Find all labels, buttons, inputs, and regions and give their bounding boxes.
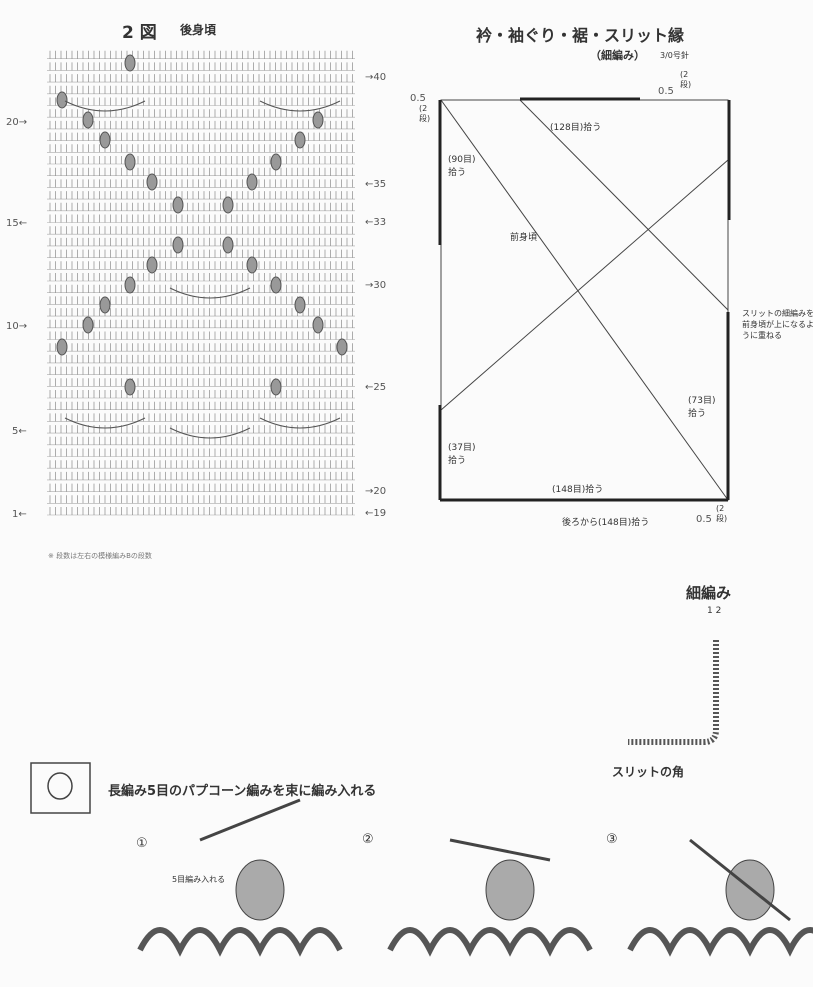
measure: (2段) bbox=[680, 70, 692, 89]
note: ※ 段数は左右の模様編みBの段数 bbox=[48, 552, 152, 560]
popcorn-illustration bbox=[725, 859, 775, 921]
popcorn-illustration bbox=[235, 859, 285, 921]
pick-label: (128目)拾う bbox=[550, 123, 602, 133]
popcorn-stitch bbox=[270, 378, 282, 396]
chain-arc bbox=[64, 417, 146, 429]
popcorn-stitch bbox=[124, 54, 136, 72]
row-label: ←25 bbox=[365, 382, 387, 393]
popcorn-stitch bbox=[246, 256, 258, 274]
pick-label: (90目)拾う bbox=[448, 155, 476, 178]
popcorn-stitch bbox=[146, 173, 158, 191]
yarn-loops bbox=[627, 927, 813, 957]
popcorn-icon bbox=[47, 772, 73, 800]
popcorn-stitch bbox=[172, 236, 184, 254]
row-label: 5← bbox=[12, 426, 27, 437]
pick-label: (148目)拾う bbox=[552, 485, 604, 495]
popcorn-illustration bbox=[485, 859, 535, 921]
chain-arc bbox=[259, 100, 341, 112]
row-label: 10→ bbox=[6, 321, 28, 332]
popcorn-stitch bbox=[82, 316, 94, 334]
measure: 0.5 bbox=[410, 93, 426, 104]
row-label: →20 bbox=[365, 486, 387, 497]
popcorn-stitch bbox=[246, 173, 258, 191]
sc-rows: 1 2 bbox=[707, 606, 722, 616]
popcorn-stitch bbox=[312, 111, 324, 129]
row-label: →30 bbox=[365, 280, 387, 291]
popcorn-stitch bbox=[336, 338, 348, 356]
row-label: 15← bbox=[6, 218, 28, 229]
crochet-hook bbox=[449, 838, 551, 862]
panel-label: 前身頃 bbox=[510, 233, 538, 243]
popcorn-stitch bbox=[270, 276, 282, 294]
crochet-hook bbox=[199, 798, 301, 842]
popcorn-stitch bbox=[56, 338, 68, 356]
popcorn-stitch bbox=[99, 131, 111, 149]
step-note: 5目編み入れる bbox=[172, 875, 226, 884]
popcorn-stitch bbox=[172, 196, 184, 214]
crochet-hook bbox=[689, 838, 791, 922]
row-label: ←35 bbox=[365, 179, 387, 190]
row-label: →40 bbox=[365, 72, 387, 83]
step-number: ② bbox=[362, 832, 374, 847]
edge-title: 衿・袖ぐり・裾・スリット縁 bbox=[476, 26, 685, 45]
popcorn-stitch bbox=[294, 296, 306, 314]
step-number: ③ bbox=[606, 832, 618, 847]
sc-title: 細編み bbox=[686, 584, 732, 602]
chain-arc bbox=[64, 100, 146, 112]
popcorn-stitch bbox=[312, 316, 324, 334]
popcorn-stitch bbox=[124, 153, 136, 171]
diagonal bbox=[519, 99, 729, 311]
chain-arc bbox=[169, 427, 251, 439]
popcorn-stitch bbox=[82, 111, 94, 129]
diagonal bbox=[440, 159, 729, 411]
chain-arc bbox=[259, 417, 341, 429]
popcorn-stitch bbox=[56, 91, 68, 109]
row-label: ←19 bbox=[365, 508, 387, 519]
popcorn-stitch bbox=[270, 153, 282, 171]
popcorn-heading: 長編み5目のパプコーン編みを束に編み入れる bbox=[108, 784, 377, 799]
popcorn-stitch bbox=[222, 196, 234, 214]
pick-label: (73目)拾う bbox=[688, 396, 716, 419]
popcorn-stitch bbox=[146, 256, 158, 274]
chart-number: 2 図 bbox=[122, 23, 157, 43]
row-label: 20→ bbox=[6, 117, 28, 128]
popcorn-stitch bbox=[99, 296, 111, 314]
slit-note: スリットの細編みを前身頃が上になるように重ねる bbox=[742, 309, 813, 340]
popcorn-stitch bbox=[124, 276, 136, 294]
sc-corner-chart bbox=[628, 640, 719, 745]
pick-label: (37目)拾う bbox=[448, 443, 476, 466]
diagonal bbox=[440, 99, 729, 501]
edge-subtitle: （細編み） bbox=[590, 49, 645, 62]
pick-label: 後ろから(148目)拾う bbox=[562, 518, 650, 528]
yarn-loops bbox=[387, 927, 593, 957]
chart-title: 後身頃 bbox=[180, 23, 217, 37]
popcorn-stitch bbox=[124, 378, 136, 396]
popcorn-symbol-box bbox=[30, 762, 91, 814]
measure: (2段) bbox=[419, 104, 431, 123]
measure: (2段) bbox=[716, 504, 728, 523]
row-label: 1← bbox=[12, 509, 27, 520]
row-label: ←33 bbox=[365, 217, 387, 228]
chain-arc bbox=[169, 287, 251, 299]
hook-size: 3/0号針 bbox=[660, 51, 689, 60]
yarn-loops bbox=[137, 927, 343, 957]
measure: 0.5 bbox=[658, 86, 674, 97]
measure: 0.5 bbox=[696, 514, 712, 525]
popcorn-stitch bbox=[294, 131, 306, 149]
step-number: ① bbox=[136, 836, 148, 851]
sc-caption: スリットの角 bbox=[612, 765, 685, 779]
popcorn-stitch bbox=[222, 236, 234, 254]
